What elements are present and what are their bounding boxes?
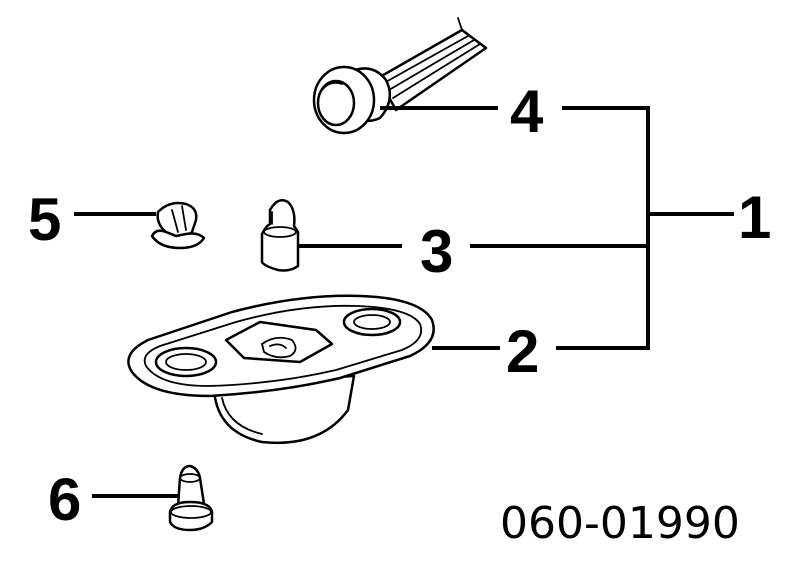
leader-lines	[74, 106, 734, 498]
callout-6: 6	[48, 466, 81, 533]
part-2-housing	[127, 294, 435, 444]
diagram-code: 060-01990	[500, 498, 740, 549]
callout-4: 4	[510, 78, 544, 145]
part-4-switch-with-wires	[312, 17, 488, 135]
callout-5: 5	[28, 186, 61, 253]
part-6-bolt	[168, 464, 214, 532]
part-5-clip	[150, 201, 206, 250]
callout-2: 2	[506, 318, 539, 385]
part-3-pin	[260, 199, 300, 272]
callout-3: 3	[420, 218, 453, 285]
callout-1: 1	[738, 184, 771, 251]
